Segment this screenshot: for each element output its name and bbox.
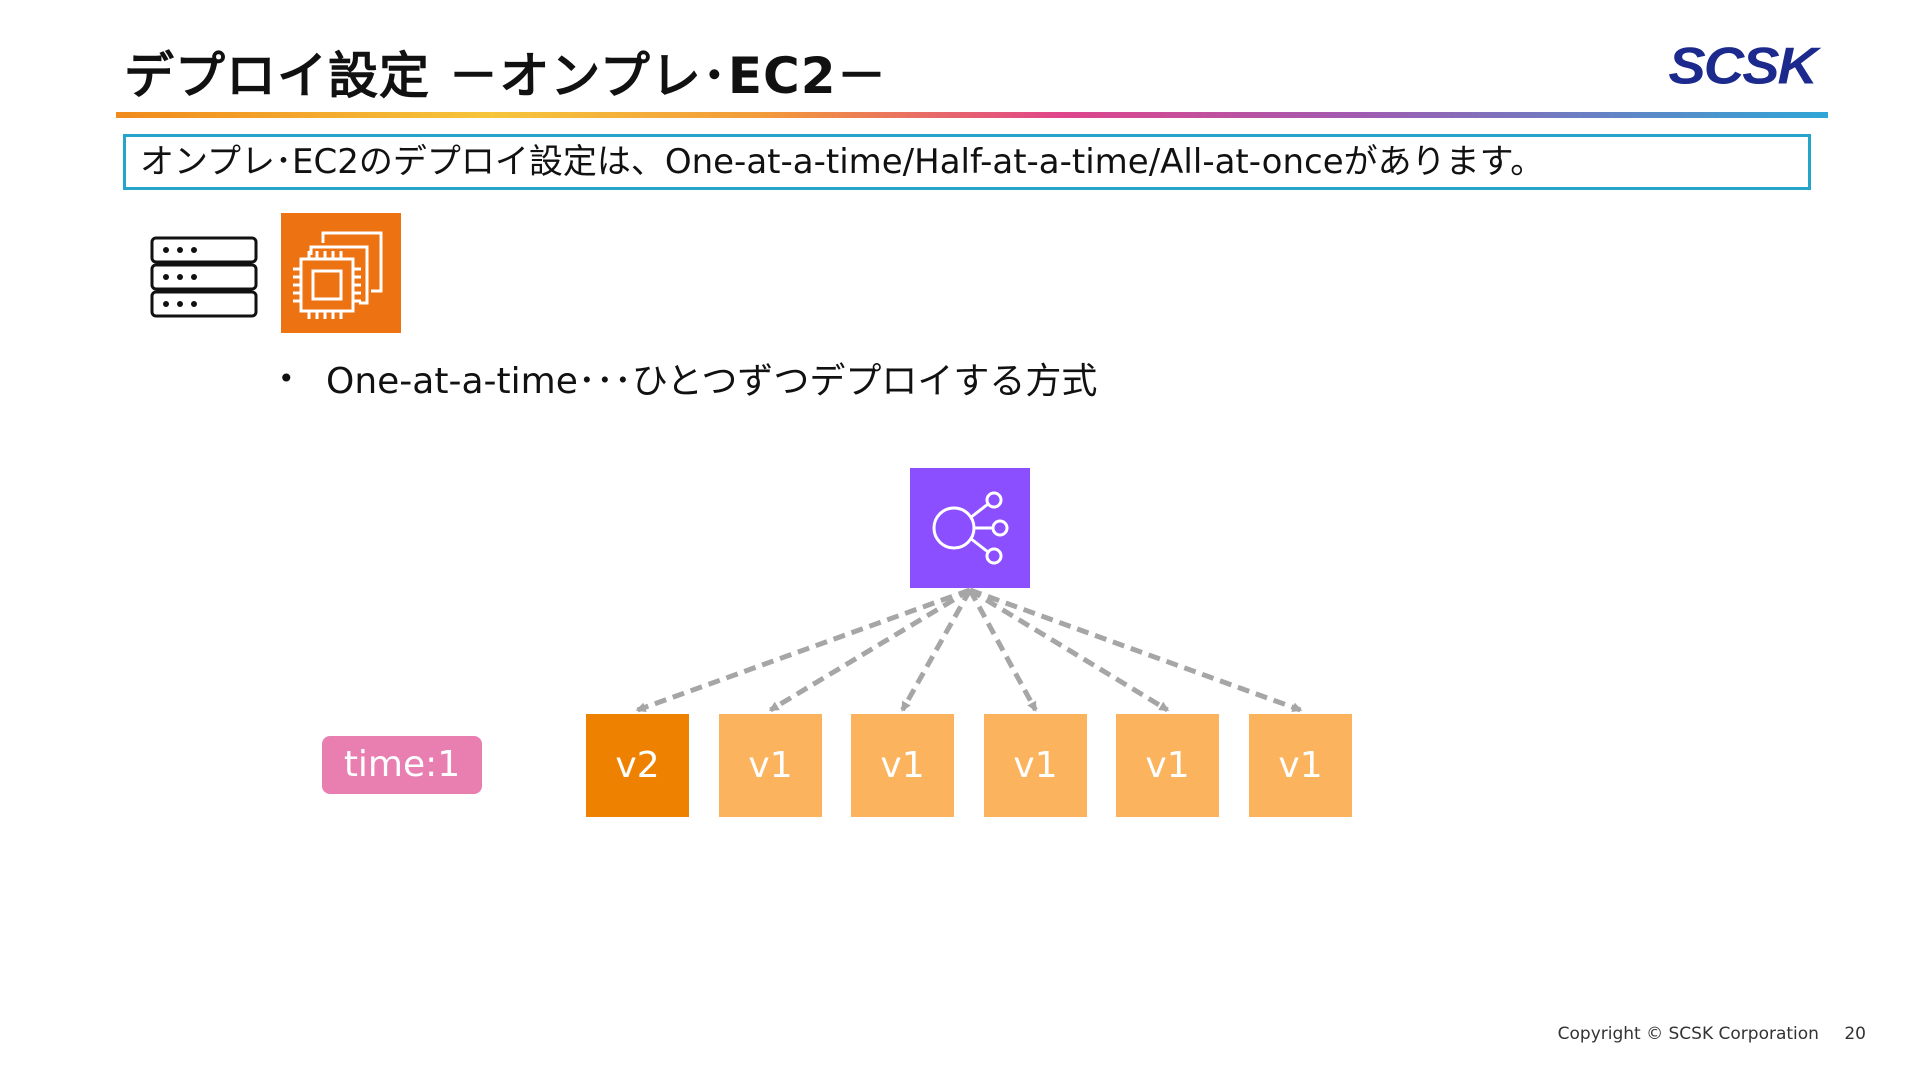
page-number: 20 (1844, 1024, 1866, 1044)
summary-box: オンプレ･EC2のデプロイ設定は、One-at-a-time/Half-at-a… (123, 134, 1811, 190)
bullet-marker: • (278, 361, 295, 395)
bullet-item: • One-at-a-time･･･ひとつずつデプロイする方式 (278, 352, 1097, 404)
load-balancer-icon (910, 468, 1030, 588)
instance-box: v1 (719, 714, 822, 817)
instance-box: v1 (1116, 714, 1219, 817)
deploy-arrow (967, 588, 1038, 712)
deploy-arrow (969, 587, 1303, 713)
instance-box: v1 (851, 714, 954, 817)
page-title: デプロイ設定 －オンプレ･EC2－ (124, 47, 888, 105)
deploy-arrow (968, 587, 1170, 713)
deploy-arrow (900, 588, 973, 712)
ec2-instance-icon (281, 213, 401, 333)
server-rack-icon (150, 236, 258, 320)
copyright-text: Copyright © SCSK Corporation (1557, 1024, 1819, 1044)
instance-box: v1 (1249, 714, 1352, 817)
time-badge: time:1 (322, 736, 482, 794)
deploy-arrow (768, 587, 972, 713)
scsk-logo: SCSK (1668, 36, 1818, 95)
deploy-arrow (635, 587, 971, 713)
instance-box: v1 (984, 714, 1087, 817)
bullet-text: One-at-a-time･･･ひとつずつデプロイする方式 (326, 361, 1098, 402)
instance-box: v2 (586, 714, 689, 817)
footer: Copyright © SCSK Corporation 20 (1558, 1024, 1866, 1044)
title-underline (116, 112, 1828, 118)
